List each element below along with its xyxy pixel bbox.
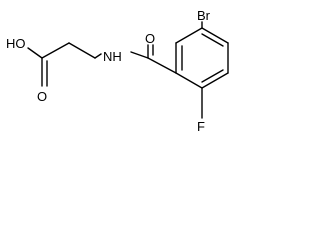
- bromine-label: Br: [197, 8, 211, 23]
- bond-n-c4: [130, 51, 149, 59]
- ring-bond-3: [201, 27, 229, 44]
- bonds: [27, 21, 229, 119]
- amide-oxygen-label: O: [145, 31, 155, 46]
- fluorine-label: F: [197, 119, 205, 134]
- ring-bond-5: [201, 72, 229, 89]
- bond-oh-c1: [27, 47, 43, 59]
- atom-labels: HO O NH O Br F: [6, 8, 211, 134]
- hydroxyl-label: HO: [6, 36, 26, 51]
- ring-bond-3-inner: [201, 33, 224, 47]
- bond-c3-n: [94, 53, 102, 59]
- amine-label: NH: [103, 49, 122, 64]
- bond-c4-ring: [147, 57, 177, 74]
- ring-bond-2: [175, 27, 203, 44]
- structure-canvas: HO O NH O Br F: [6, 8, 229, 134]
- ring-bond-5-inner: [201, 69, 224, 83]
- ring-bond-6: [175, 72, 203, 89]
- bond-c2-c3: [68, 42, 96, 59]
- bond-c1-c2: [41, 42, 70, 59]
- carboxyl-oxygen-label: O: [37, 89, 47, 104]
